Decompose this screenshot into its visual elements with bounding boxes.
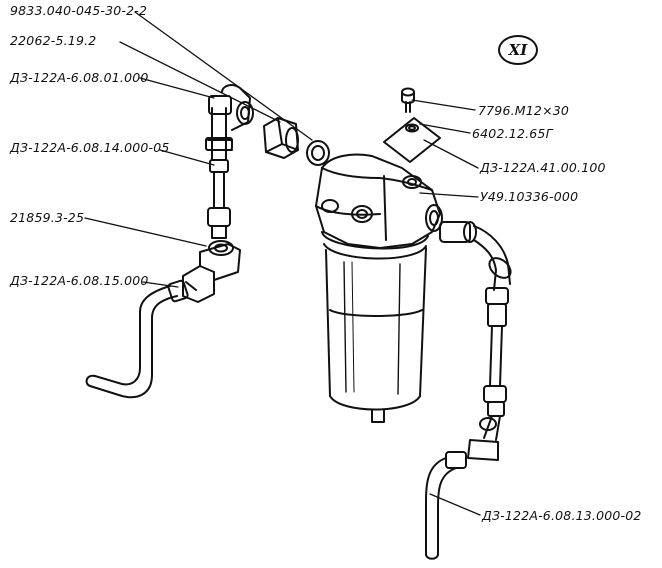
callout-label-c5: 21859.3-25 [10,210,85,225]
leader-line-c4 [159,149,215,166]
leader-line-c10 [419,192,479,198]
nut-and-ring [263,117,330,166]
leader-line-c7 [411,99,476,111]
leader-line-c5 [84,217,207,247]
left-elbow-fitting [167,240,241,303]
callout-label-c3: ДЗ-122А-6.08.01.000 [10,70,149,85]
callout-label-c7: 7796.М12×30 [478,103,570,118]
callout-label-c10: У49.10336-000 [480,189,579,204]
callout-label-c2: 22062-5.19.2 [10,33,97,48]
leader-line-c3 [139,77,215,99]
callout-label-c6: ДЗ-122А-6.08.15.000 [10,273,149,288]
callout-label-c1: 9833.040-045-30-2-2 [10,3,148,18]
left-pipe [85,285,178,399]
washer-plate [383,117,441,163]
right-vertical-tube [445,325,507,469]
bolt [401,87,415,113]
right-outlet-fitting [439,221,512,327]
callout-label-c4: ДЗ-122А-6.08.14.000-05 [10,140,170,155]
right-pipe [425,457,457,560]
leader-line-c6 [142,281,179,288]
top-left-elbow [205,84,254,161]
callout-label-c9: ДЗ-122А.41.00.100 [480,160,606,175]
left-vertical-connector [207,159,231,239]
callout-label-c8: 6402.12.65Г [472,126,553,141]
view-mark: XI [498,35,538,65]
leader-lines [84,11,481,516]
leader-line-c8 [419,123,471,134]
filter-housing [315,153,443,423]
callout-label-c11: ДЗ-122А-6.08.13.000-02 [482,508,642,523]
